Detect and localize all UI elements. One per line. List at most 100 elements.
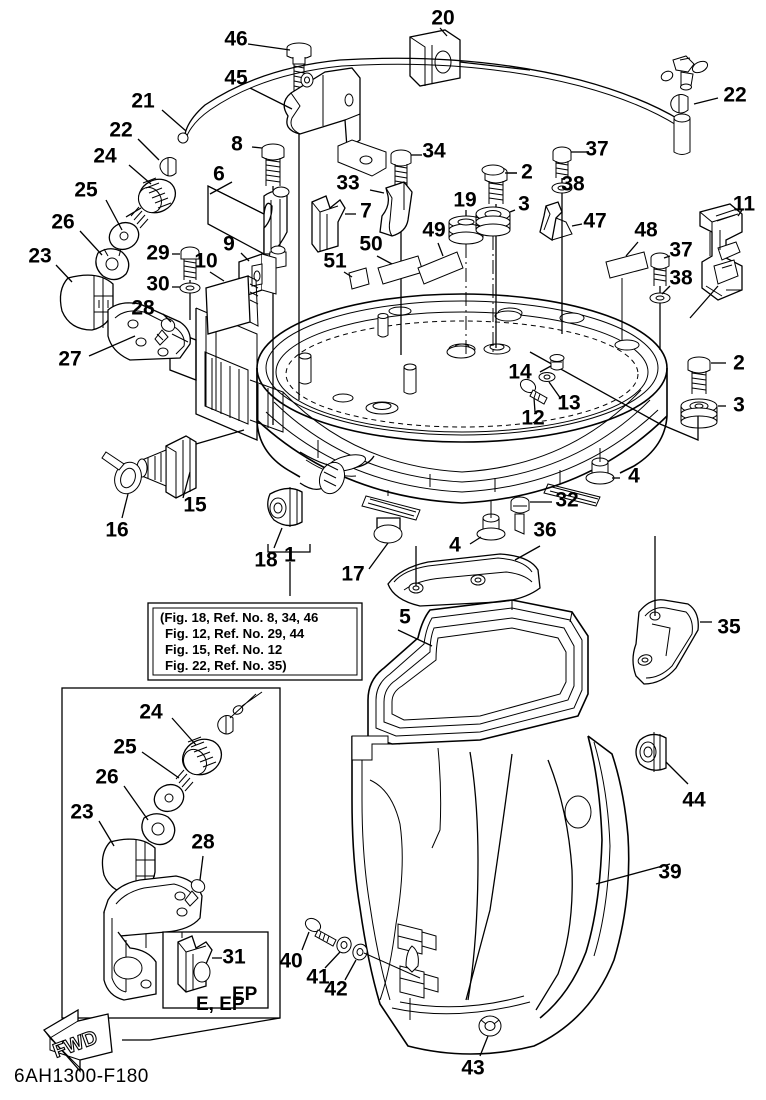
callout-50: 50 [359, 233, 382, 256]
part-1-leader [267, 461, 346, 596]
callout-29: 29 [146, 242, 169, 265]
callout-39: 39 [658, 861, 681, 884]
callout-22: 22 [109, 119, 132, 142]
reference-box: (Fig. 18, Ref. No. 8, 34, 46 Fig. 12, Re… [147, 602, 363, 681]
callout-16: 16 [105, 519, 128, 542]
part-36-bracket [387, 545, 541, 607]
callout-49: 49 [422, 219, 445, 242]
reference-line-3: Fig. 15, Ref. No. 12 [165, 642, 282, 657]
part-15-plug [136, 429, 245, 499]
reference-line-1: (Fig. 18, Ref. No. 8, 34, 46 [160, 610, 318, 625]
callout-23: 23 [28, 245, 51, 268]
callout-48: 48 [634, 219, 658, 242]
callout-4: 4 [449, 534, 461, 557]
callout-33: 33 [336, 172, 359, 195]
part-38-washer-b [649, 285, 671, 304]
callout-43: 43 [461, 1057, 484, 1080]
part-42-washer [344, 943, 421, 981]
callout-13: 13 [557, 392, 580, 415]
callout-41: 41 [306, 966, 330, 989]
callout-31: 31 [222, 946, 246, 969]
callout-30: 30 [146, 273, 169, 296]
callout-35: 35 [717, 616, 741, 639]
part-40-bolt [301, 917, 337, 951]
callout-20: 20 [431, 7, 454, 30]
part-3-mount-upper [475, 206, 516, 352]
callout-2: 2 [733, 352, 745, 375]
reference-line-2: Fig. 12, Ref. No. 29, 44 [165, 626, 305, 641]
part-35-bracket [632, 536, 712, 685]
part-16-clamp [101, 451, 142, 519]
part-44-plug [635, 732, 689, 785]
part-27-bracket [88, 302, 191, 361]
callout-28: 28 [191, 831, 215, 854]
part-17-plug [361, 490, 421, 570]
callout-47: 47 [583, 210, 606, 233]
inset-inner-label: EP [232, 984, 258, 1005]
part-8-bolt-left [251, 143, 285, 425]
part-11-latch [689, 203, 743, 319]
callout-45: 45 [224, 67, 248, 90]
callout-19: 19 [453, 189, 476, 212]
part-10-plate [205, 271, 259, 335]
part-22-fitting-right [660, 55, 719, 155]
callout-38: 38 [669, 267, 693, 290]
part-20-clip [409, 27, 531, 87]
part-18-plug [267, 487, 303, 549]
callout-24: 24 [93, 145, 117, 168]
callout-1: 1 [284, 544, 296, 567]
part-7-clip [311, 195, 356, 253]
callout-8: 8 [231, 133, 243, 156]
part-4-grommet-center [469, 500, 506, 545]
callout-11: 11 [733, 193, 756, 216]
callout-42: 42 [324, 978, 347, 1001]
callout-5: 5 [399, 606, 411, 629]
part-49-shim [417, 242, 464, 285]
callout-32: 32 [555, 489, 578, 512]
inset-outer-label: E, EP [196, 994, 245, 1015]
callout-3: 3 [733, 394, 745, 417]
part-6-bracket [207, 181, 290, 269]
part-43-nut [478, 1015, 502, 1057]
callout-27: 27 [58, 348, 81, 371]
callout-17: 17 [341, 563, 364, 586]
part-13-washer [538, 372, 562, 400]
figure-code: 6AH1300-F180 [14, 1066, 149, 1087]
part-25-shaft [105, 199, 149, 251]
part-37-bolt-a [552, 146, 586, 334]
part-39-cowling [351, 735, 671, 1055]
callout-25: 25 [113, 736, 137, 759]
part-23-mount [55, 264, 114, 331]
callout-25: 25 [74, 179, 98, 202]
part-48-shim [605, 241, 649, 340]
part-26-bushing [79, 230, 130, 281]
part-38-washer-a [551, 182, 573, 194]
callout-28: 28 [131, 297, 155, 320]
callout-24: 24 [139, 701, 163, 724]
callout-9: 9 [223, 233, 235, 256]
part-47-clip [539, 201, 583, 242]
callout-18: 18 [254, 549, 278, 572]
part-21-hose [137, 57, 681, 177]
callout-34: 34 [422, 140, 446, 163]
callout-51: 51 [323, 250, 347, 273]
part-12-bolt [519, 378, 548, 413]
part-32-fastener [510, 496, 552, 535]
callout-4: 4 [628, 465, 640, 488]
callout-36: 36 [533, 519, 556, 542]
callout-21: 21 [131, 90, 155, 113]
fwd-arrow: FWD [42, 1008, 113, 1073]
callout-44: 44 [682, 789, 706, 812]
callout-22: 22 [723, 84, 746, 107]
part-37-bolt-b [650, 252, 671, 350]
callout-46: 46 [224, 28, 247, 51]
callout-6: 6 [213, 163, 225, 186]
callout-26: 26 [51, 211, 74, 234]
callout-37: 37 [585, 138, 608, 161]
part-45-bracket [249, 67, 387, 177]
part-33-bracket [369, 181, 413, 237]
part-46-bolt [247, 42, 312, 400]
reference-line-4: Fig. 22, Ref. No. 35) [165, 658, 287, 673]
part-5-seal [367, 599, 589, 745]
